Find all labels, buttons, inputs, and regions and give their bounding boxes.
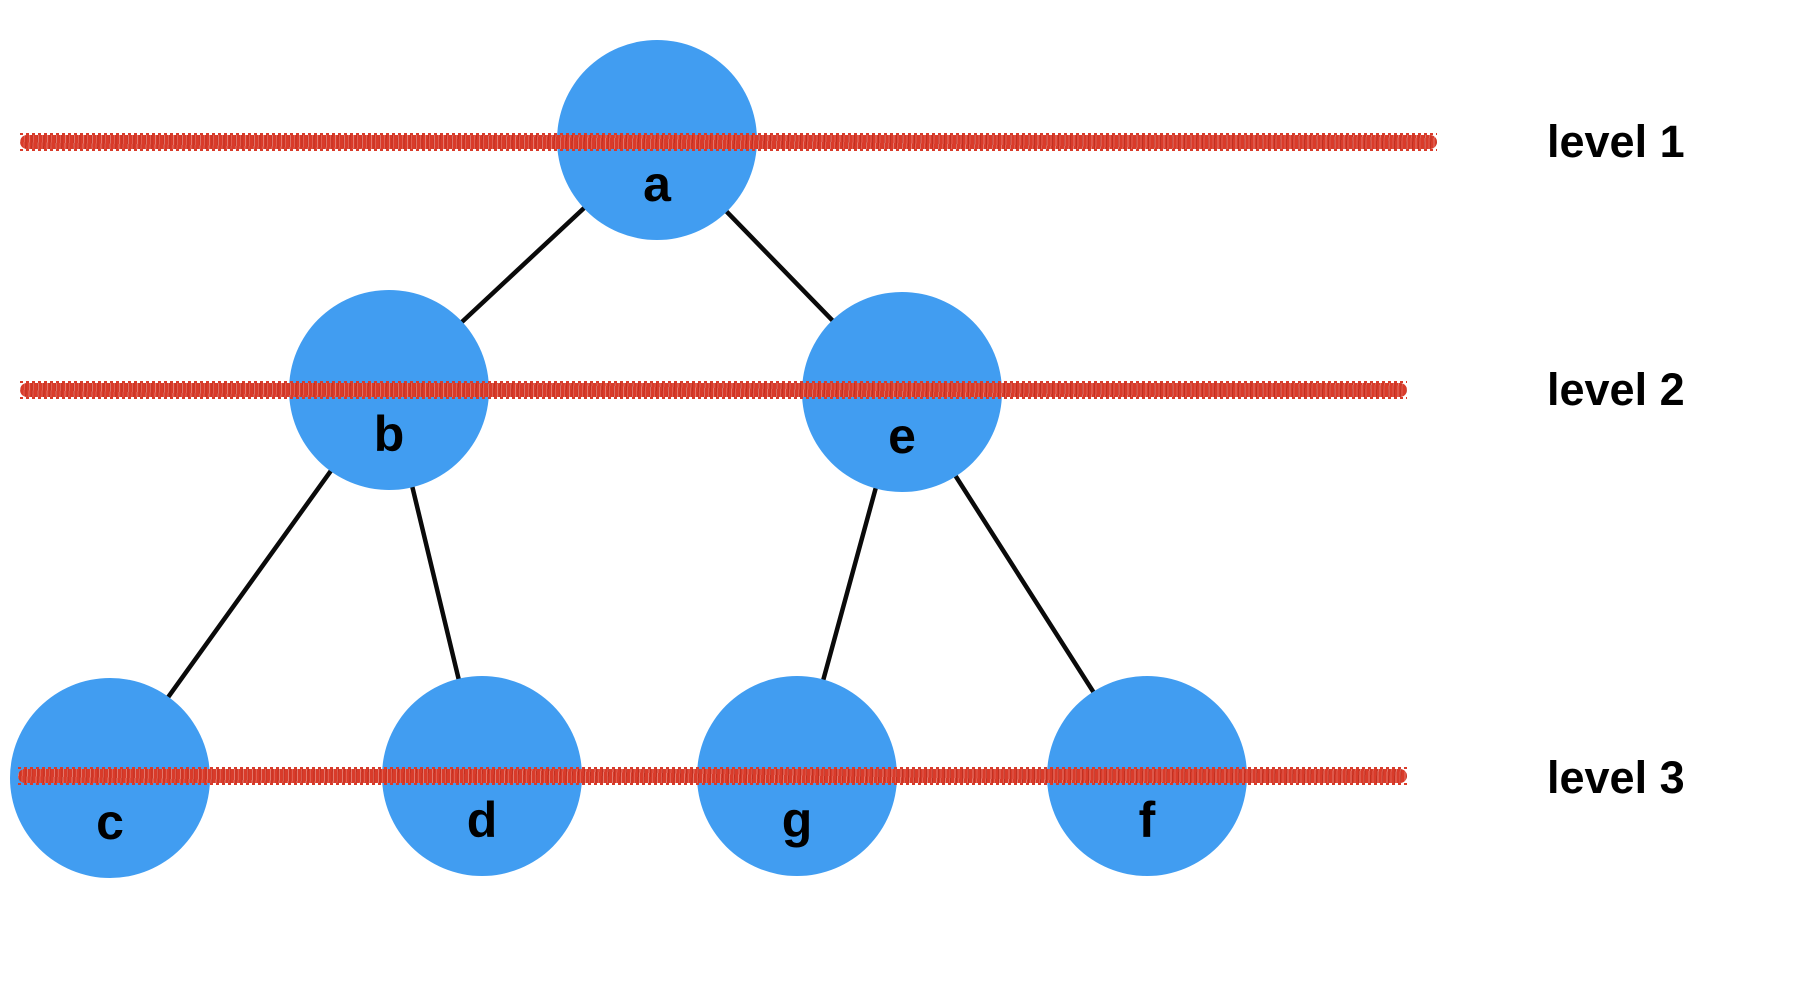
node-label-b: b [373, 406, 405, 462]
node-label-a: a [643, 156, 671, 212]
level-label-2: level 2 [1547, 364, 1685, 415]
node-label-d: d [466, 792, 498, 848]
node-label-c: c [96, 794, 124, 850]
level-line-3 [18, 767, 1407, 785]
node-label-f: f [1138, 792, 1156, 848]
level-label-1: level 1 [1547, 116, 1685, 167]
level-line-2 [20, 381, 1407, 399]
level-line-1 [20, 133, 1437, 151]
node-label-e: e [888, 408, 916, 464]
node-label-g: g [781, 792, 813, 848]
level-label-3: level 3 [1547, 752, 1685, 803]
